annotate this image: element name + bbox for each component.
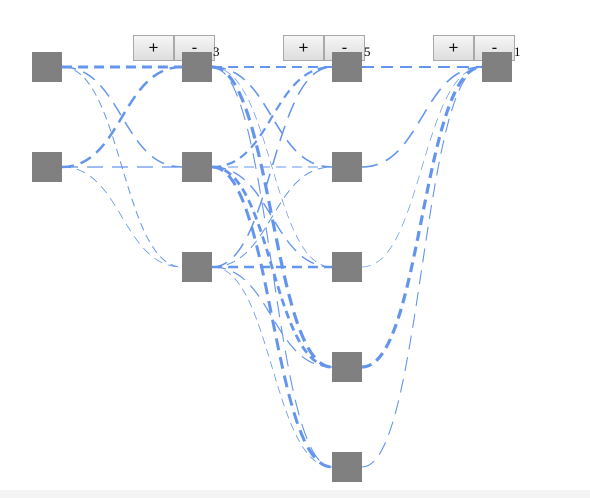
edge-l2-n3-to-l3-n0 xyxy=(361,65,483,369)
edge-l1-n2-to-l2-n3 xyxy=(211,266,333,368)
layer-2-node xyxy=(332,252,362,282)
edge-l2-n2-to-l3-n0 xyxy=(361,66,483,268)
edge-l1-n1-to-l2-n0 xyxy=(211,65,333,169)
edge-l1-n2-to-l2-n1 xyxy=(211,166,333,268)
layer-2-node xyxy=(332,52,362,82)
layer-3-node-count: 1 xyxy=(514,44,521,59)
page-bottom-edge xyxy=(0,490,590,498)
edge-l0-n1-to-l1-n0 xyxy=(61,65,183,169)
layer-2-node xyxy=(332,152,362,182)
layer-0-node xyxy=(32,152,62,182)
edge-l0-n1-to-l1-n2 xyxy=(61,166,183,268)
edge-l2-n1-to-l3-n0 xyxy=(361,66,483,168)
layer-2-node xyxy=(332,352,362,382)
edge-l1-n0-to-l2-n2 xyxy=(211,66,333,268)
layer-1-node xyxy=(182,52,212,82)
edge-l2-n4-to-l3-n0 xyxy=(361,66,483,468)
layer-3-node xyxy=(482,52,512,82)
edge-l1-n1-to-l2-n2 xyxy=(211,166,333,268)
layer-2-add-button[interactable]: + xyxy=(283,35,324,61)
layer-3-add-button[interactable]: + xyxy=(433,35,474,61)
layer-1-add-button[interactable]: + xyxy=(133,35,174,61)
layer-1-node-count: 3 xyxy=(213,44,220,59)
layer-0-node xyxy=(32,52,62,82)
edge-l1-n0-to-l2-n1 xyxy=(211,66,333,168)
edge-l0-n0-to-l1-n1 xyxy=(61,66,183,168)
edge-l1-n2-to-l2-n4 xyxy=(211,266,333,468)
edge-l1-n1-to-l2-n4 xyxy=(211,165,333,469)
layer-1-node xyxy=(182,252,212,282)
layer-2-node-count: 5 xyxy=(364,44,371,59)
layer-2-node xyxy=(332,452,362,482)
edge-l1-n0-to-l2-n3 xyxy=(211,65,333,369)
edge-l1-n1-to-l2-n3 xyxy=(211,165,333,369)
layer-1-node xyxy=(182,152,212,182)
